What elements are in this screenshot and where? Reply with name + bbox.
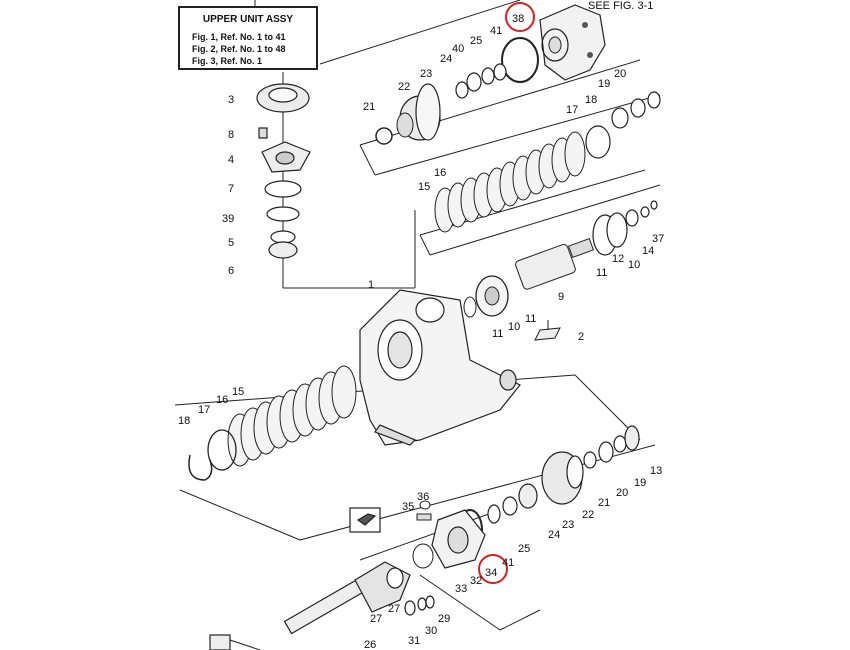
ref-10b: 10 bbox=[628, 259, 640, 271]
ref-35: 35 bbox=[402, 501, 414, 513]
bearing-10-11-mid bbox=[463, 275, 509, 318]
clutch-plate-stack-bottom bbox=[227, 365, 357, 467]
ref-11: 11 bbox=[525, 313, 536, 325]
ref-40: 40 bbox=[452, 43, 464, 55]
ref-33: 33 bbox=[455, 583, 467, 595]
ref-11b: 11 bbox=[492, 328, 503, 340]
pin-2 bbox=[534, 320, 561, 341]
highlight-circle-34 bbox=[478, 554, 508, 584]
bearing-set-right bbox=[592, 200, 658, 256]
ref-25: 25 bbox=[470, 35, 482, 47]
ref-20: 20 bbox=[614, 68, 626, 80]
ref-41: 41 bbox=[490, 25, 502, 37]
ref-39: 39 bbox=[222, 213, 234, 225]
ref-27b: 27 bbox=[388, 603, 400, 615]
ref-2: 2 bbox=[578, 331, 584, 343]
ref-3: 3 bbox=[228, 94, 234, 106]
ref-41b: 41 bbox=[502, 557, 514, 569]
bolt-35-36 bbox=[416, 500, 432, 521]
ref-17b: 17 bbox=[198, 404, 210, 416]
ref-19: 19 bbox=[598, 78, 610, 90]
ref-14: 14 bbox=[642, 245, 654, 257]
ref-9: 9 bbox=[558, 291, 564, 303]
ref-11c: 11 bbox=[596, 267, 607, 279]
ref-27: 27 bbox=[370, 613, 382, 625]
ref-18b: 18 bbox=[178, 415, 190, 427]
drive-shaft-26 bbox=[209, 561, 411, 650]
cover-plate-34 bbox=[431, 509, 486, 569]
ref-18: 18 bbox=[585, 94, 597, 106]
upper-housing-1 bbox=[359, 289, 521, 446]
ref-12: 12 bbox=[612, 253, 624, 265]
ref-13: 13 bbox=[650, 465, 662, 477]
top-shims bbox=[455, 63, 507, 99]
clutch-plate-stack-top bbox=[434, 131, 586, 233]
ref-5: 5 bbox=[228, 237, 234, 249]
ref-38: 38 bbox=[512, 13, 524, 25]
assy-line-1: Fig. 1, Ref. No. 1 to 41 bbox=[192, 32, 286, 42]
reference-numbers: 38 41 40 25 24 23 22 21 20 19 18 17 16 1… bbox=[178, 13, 664, 650]
ref-31: 31 bbox=[408, 635, 420, 647]
bearing-21-top bbox=[375, 127, 393, 145]
ref-24b: 24 bbox=[548, 529, 560, 541]
see-fig-label: SEE FIG. 3-1 bbox=[588, 0, 654, 12]
upper-unit-assy-box: UPPER UNIT ASSY Fig. 1, Ref. No. 1 to 41… bbox=[178, 6, 318, 70]
ref-22: 22 bbox=[398, 81, 410, 93]
ref-23b: 23 bbox=[562, 519, 574, 531]
ref-21: 21 bbox=[363, 101, 375, 113]
ref-24: 24 bbox=[440, 53, 452, 65]
top-right-rings bbox=[585, 91, 661, 159]
seal-33 bbox=[412, 543, 434, 569]
ref-26: 26 bbox=[364, 639, 376, 650]
ref-7: 7 bbox=[228, 183, 234, 195]
bevel-gear-22-top bbox=[396, 83, 441, 141]
small-parts-29-31 bbox=[404, 595, 435, 616]
o-ring-38 bbox=[501, 37, 539, 83]
ref-34: 34 bbox=[485, 567, 497, 579]
ref-36: 36 bbox=[417, 491, 429, 503]
ref-30: 30 bbox=[425, 625, 437, 637]
ref-4: 4 bbox=[228, 154, 234, 166]
ref-21b: 21 bbox=[598, 497, 610, 509]
circlip-18-bottom bbox=[188, 454, 213, 481]
ref-16: 16 bbox=[434, 167, 446, 179]
ref-8: 8 bbox=[228, 129, 234, 141]
assy-line-2: Fig. 2, Ref. No. 1 to 48 bbox=[192, 44, 286, 54]
bottom-right-rings bbox=[583, 425, 640, 469]
assy-heading: UPPER UNIT ASSY bbox=[202, 14, 294, 25]
ref-23: 23 bbox=[420, 68, 432, 80]
shift-shaft-9 bbox=[515, 237, 595, 290]
ref-1: 1 bbox=[368, 279, 374, 291]
gear-housing-top bbox=[539, 4, 606, 81]
ref-20b: 20 bbox=[616, 487, 628, 499]
ref-16b: 16 bbox=[216, 394, 228, 406]
left-column-parts bbox=[256, 83, 311, 259]
ref-17: 17 bbox=[566, 104, 578, 116]
tool-icon-box bbox=[349, 507, 381, 533]
ring-17-bottom bbox=[207, 429, 237, 471]
ref-37: 37 bbox=[652, 233, 664, 245]
highlight-circle-38 bbox=[505, 2, 535, 32]
ref-25b: 25 bbox=[518, 543, 530, 555]
ref-29: 29 bbox=[438, 613, 450, 625]
ref-10: 10 bbox=[508, 321, 520, 333]
assy-line-3: Fig. 3, Ref. No. 1 bbox=[192, 56, 263, 66]
ref-15: 15 bbox=[418, 181, 430, 193]
ref-19b: 19 bbox=[634, 477, 646, 489]
bevel-gear-22-bottom bbox=[541, 451, 584, 505]
ref-32: 32 bbox=[470, 575, 482, 587]
ref-22b: 22 bbox=[582, 509, 594, 521]
ref-15b: 15 bbox=[232, 386, 244, 398]
ref-6: 6 bbox=[228, 265, 234, 277]
